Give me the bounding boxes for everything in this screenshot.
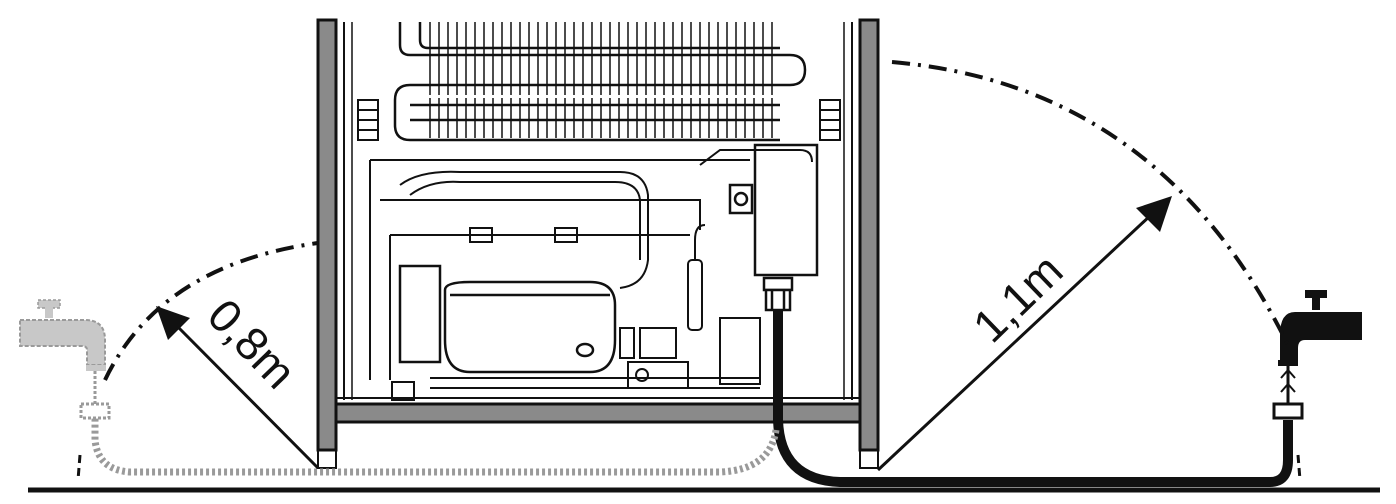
right-distance-arrow (876, 196, 1172, 472)
water-tap-icon (1272, 290, 1362, 420)
filter-drier (687, 224, 706, 331)
water-inlet-connector (762, 276, 794, 312)
compressor (398, 264, 617, 374)
tray-rails (391, 317, 761, 401)
electrical-box (728, 143, 819, 277)
fridge-left-wall (316, 18, 353, 469)
fridge-right-wall (843, 18, 880, 469)
compressor-compartment (369, 149, 813, 380)
condenser-fins (429, 22, 773, 138)
alternative-water-hose (91, 418, 780, 476)
alternative-water-tap-icon (19, 299, 111, 420)
right-radius-arc (891, 60, 1290, 346)
right-distance-label: 1,1m (963, 244, 1073, 352)
water-hose (773, 310, 1293, 487)
coil-bracket-left (357, 99, 379, 141)
left-floor-tick (76, 454, 82, 481)
left-radius-arc (103, 241, 319, 381)
left-distance-arrow (156, 306, 320, 470)
right-floor-tick (1296, 454, 1302, 481)
fridge-base (334, 397, 862, 424)
left-distance-label: 0,8m (198, 289, 306, 399)
coil-bracket-right (819, 99, 841, 141)
